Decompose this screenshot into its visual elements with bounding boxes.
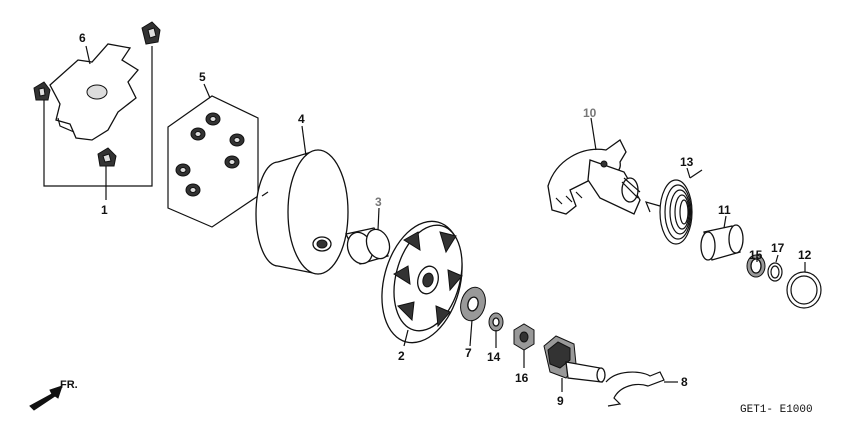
drive-pulley-face: [255, 149, 349, 275]
group-bracket-1: [43, 46, 153, 200]
bushing-collar: [345, 227, 391, 265]
part-label-3: 3: [375, 195, 382, 209]
part-label-4: 4: [298, 112, 305, 126]
diagram-code: GET1- E1000: [740, 404, 813, 416]
circlip-17: [767, 262, 783, 282]
slider-piece-top: [141, 21, 161, 45]
part-label-9: 9: [557, 394, 564, 408]
part-label-14: 14: [487, 350, 501, 364]
part-label-1: 1: [101, 203, 108, 217]
weight-roller-set: [167, 95, 259, 228]
washer-14: [488, 312, 504, 332]
part-label-11: 11: [718, 203, 731, 217]
part-label-13: 13: [680, 155, 694, 169]
front-direction-label: FR.: [60, 379, 78, 391]
part-label-7: 7: [465, 346, 472, 360]
slider-piece-left: [33, 81, 51, 101]
part-label-5: 5: [199, 70, 206, 84]
washer-15: [746, 254, 766, 278]
drive-gear-shaft: [543, 335, 606, 383]
slider-piece-bottom: [97, 147, 117, 167]
leader-lines: [85, 45, 806, 392]
ratchet-plate: [460, 286, 486, 322]
nut-16: [513, 323, 535, 351]
part-label-17: 17: [771, 241, 785, 255]
kick-collar: [700, 224, 744, 261]
kick-spindle: [547, 139, 641, 215]
part-label-2: 2: [398, 349, 405, 363]
seal-ring: [786, 271, 822, 309]
kick-spring: [644, 169, 703, 245]
part-label-10: 10: [583, 106, 597, 120]
front-direction-arrow: FR.: [29, 379, 78, 411]
ramp-plate: [49, 43, 139, 141]
part-label-16: 16: [515, 371, 529, 385]
part-label-8: 8: [681, 375, 688, 389]
drive-fan-face: [381, 220, 463, 344]
retaining-clip: [605, 371, 665, 407]
part-label-15: 15: [749, 248, 763, 262]
part-label-12: 12: [798, 248, 812, 262]
part-number-labels: 6 5 4 3 1 2 7 14 16 9 8 10 13 11 15 17 1…: [79, 31, 812, 408]
part-label-6: 6: [79, 31, 86, 45]
